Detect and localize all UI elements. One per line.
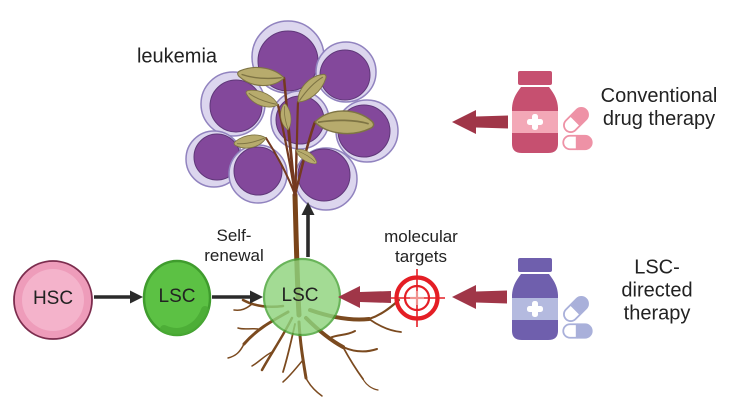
lsc-directed-therapy-label: LSC-directed therapy — [621, 256, 693, 325]
capsule-pills-icon — [560, 104, 593, 151]
capsule-pills-icon — [560, 293, 593, 339]
arrow-hsc-to-lsc — [94, 290, 143, 304]
self-renewal-label: Self- renewal — [204, 226, 264, 265]
red-block-arrow-bottle-to-target — [452, 285, 507, 309]
arrow-lsc-to-leukemia — [301, 202, 315, 257]
pill-bottle-icon — [512, 71, 558, 153]
leukemia-cell — [185, 130, 243, 188]
leukemia-cell — [200, 71, 266, 137]
red-block-arrow-conventional — [452, 110, 508, 134]
lsc-node-label: LSC — [158, 286, 196, 308]
leukemia-cell — [315, 41, 377, 103]
conventional-therapy-label: Conventional drug therapy — [600, 85, 718, 130]
lsc-cell-icon — [142, 259, 212, 337]
lsc-node-label: LSC — [281, 285, 319, 307]
hsc-node-label: HSC — [32, 288, 74, 310]
leukemia-cell — [228, 144, 288, 204]
molecular-targets-label: molecular targets — [384, 227, 458, 266]
crosshair-target-icon — [389, 269, 445, 327]
leukemia-label: leukemia — [136, 45, 218, 68]
pill-bottle-icon — [512, 258, 558, 340]
arrow-lsc-to-lsc — [212, 290, 263, 304]
hsc-cell-icon — [13, 260, 93, 340]
red-block-arrow-target-to-lsc — [338, 286, 391, 308]
